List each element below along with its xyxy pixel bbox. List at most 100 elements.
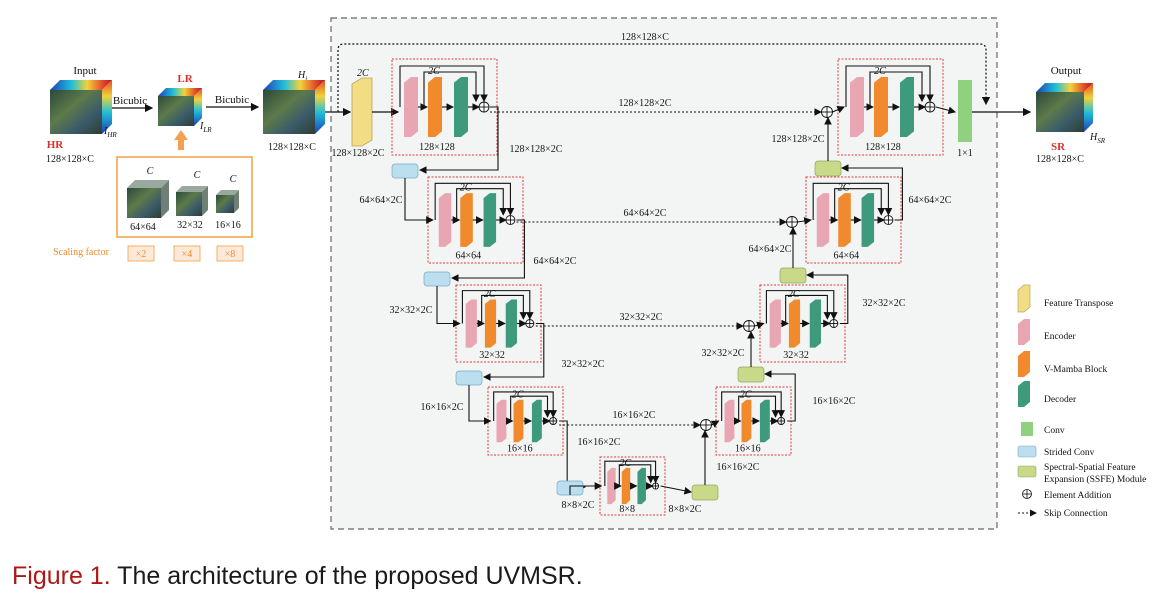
legend-ssfe-1: Spectral-Spatial Feature [1044,463,1136,473]
top-skip-connection [337,43,991,112]
enc-inner-loop-1 [456,188,508,220]
factor-x8: ×8 [225,249,236,260]
dec-inner-loop-0 [869,71,926,107]
left-label-4: 8×8×2C [562,500,595,511]
left-label-2: 32×32×2C [390,305,433,316]
enc-mamba-0 [428,77,442,137]
dec-inner-loop-3 [738,395,780,421]
strided-to-enc-3 [569,482,603,495]
caption-text: The architecture of the proposed UVMSR. [117,562,583,590]
dec-decoder-2 [809,299,821,348]
enc-c-label-0: 2C [428,66,440,77]
skip-add-to-dec-2 [754,321,765,329]
hi-symbol: Hi [297,70,307,83]
enc-encoder-3 [496,399,507,443]
v-mamba-icon [1018,351,1030,377]
dec-c-label-1: 2C [838,182,850,193]
down-label-1: 64×64×2C [534,256,577,267]
feature-transpose-icon [1017,284,1031,313]
up-label-2: 32×32×2C [702,348,745,359]
hr-symbol: IHR [103,126,117,139]
bottom-to-ssfe-arrow [660,485,693,495]
down-label-0: 128×128×2C [510,144,563,155]
ssfe-module-0 [814,160,842,177]
scale-c-2: C [194,170,201,181]
scale-size-64: 64×64 [130,222,156,233]
scale-size-32: 32×32 [177,220,203,231]
up-label-3: 16×16×2C [717,462,760,473]
enc-outer-loop-4 [604,460,660,486]
caption-label: Figure 1. [12,562,111,590]
enc-encoder-0 [404,77,418,137]
factor-x4: ×4 [182,249,193,260]
legend-feature-transpose: Feature Transpose [1044,299,1113,309]
hr-label: HR [47,139,65,151]
enc-decoder-3 [531,399,542,443]
hi-cube [263,80,325,134]
enc-size-2: 32×32 [479,350,505,361]
strided-conv-1 [423,271,451,287]
dec-encoder-3 [724,399,735,443]
encoder-icon [1018,319,1030,345]
enc-block-0 [391,58,498,156]
dec-outer-loop-2 [765,290,838,324]
output-size: 128×128×C [1036,154,1084,165]
scaling-factor-label: Scaling factor [53,247,109,258]
enc-size-1: 64×64 [455,251,481,262]
dec-outer-loop-0 [845,65,934,107]
right-label-2: 32×32×2C [863,298,906,309]
sr-cube [1036,83,1093,132]
enc-encoder-4 [607,467,616,505]
skip-label-0: 128×128×2C [619,98,672,109]
skip-label-2: 32×32×2C [620,312,663,323]
input-size: 128×128×C [46,154,94,165]
dec-c-label-0: 2C [874,66,886,77]
skip-add-to-dec-0 [832,106,846,114]
dec-up-path-0 [840,164,903,221]
enc-size-3: 16×16 [507,443,533,454]
dec-outer-loop-1 [812,182,893,220]
strided-to-enc-1 [436,286,461,328]
enc-outer-loop-2 [461,290,534,324]
dec-decoder-3 [759,399,770,443]
conv-icon [1021,422,1033,436]
transpose-c: 2C [357,68,369,79]
input-title: Input [73,65,96,77]
top-skip-label: 128×128×C [621,32,669,43]
skip-add-to-dec-3 [710,420,720,428]
enc-down-path-0 [418,106,499,174]
enc-mamba-1 [460,193,473,247]
dec-to-conv-arrow [935,106,957,115]
enc-c-label-4: 2C [620,458,632,469]
transpose-size: 128×128×2C [332,148,385,159]
scale-c-3: C [230,174,237,185]
dec-decoder-0 [900,77,914,137]
conv-1x1-block [958,80,972,142]
skip-add-to-dec-1 [797,217,812,225]
enc-inner-loop-3 [510,395,552,421]
enc-outer-loop-0 [399,65,488,107]
legend-skip-connection: Skip Connection [1044,509,1108,519]
factor-x4-box [173,245,201,262]
feature-transpose-block [351,77,373,147]
dec-inner-loop-2 [785,294,832,324]
enc-down-path-1 [450,219,525,282]
output-title: Output [1051,65,1082,77]
dec-mamba-0 [874,77,888,137]
ssfe-module-3 [691,484,719,501]
scale-cube-64 [127,180,169,218]
enc-outer-loop-1 [434,182,515,220]
right-label-3: 16×16×2C [813,396,856,407]
dec-mamba-2 [788,299,801,348]
legend-element-addition: Element Addition [1044,491,1112,501]
sr-symbol: HSR [1089,132,1106,145]
enc-size-4: 8×8 [619,504,635,515]
up-label-0: 128×128×2C [772,134,825,145]
dec-c-label-3: 2C [740,390,752,401]
enc-decoder-1 [483,193,497,247]
enc-size-0: 128×128 [419,142,455,153]
down-label-3: 16×16×2C [578,437,621,448]
legend-v-mamba: V-Mamba Block [1044,365,1107,375]
lr-label: LR [177,73,193,85]
factor-x8-box [216,245,244,262]
